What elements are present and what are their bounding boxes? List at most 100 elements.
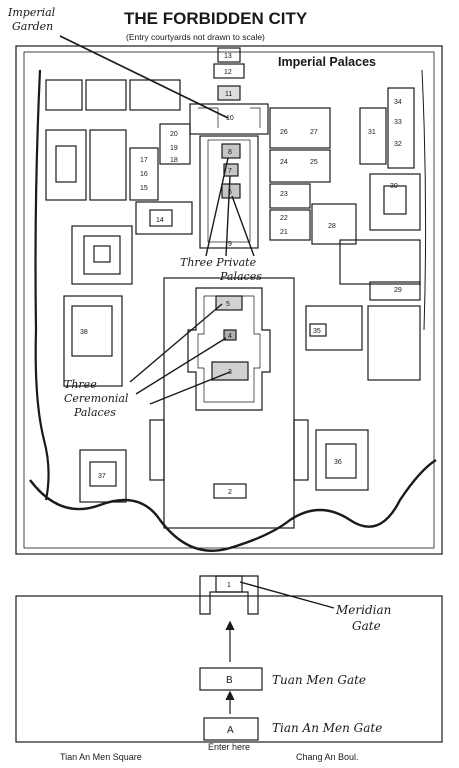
entry-courtyard xyxy=(15,595,443,743)
building-number: 7 xyxy=(228,168,232,175)
building-37-inner xyxy=(89,461,117,487)
outer-wall xyxy=(15,45,443,555)
building-number: 35 xyxy=(313,328,321,335)
enter-here-label: Enter here xyxy=(208,742,250,752)
east-moat xyxy=(421,69,427,331)
building-number: 33 xyxy=(394,119,402,126)
annot-meridian-line1: Meridian xyxy=(335,603,391,617)
building-14-block xyxy=(135,201,193,235)
west-block-b xyxy=(85,79,127,111)
building-number: 23 xyxy=(280,191,288,198)
annot-tian-an-men: Tian An Men Gate xyxy=(272,721,382,735)
building-23-block xyxy=(269,183,311,209)
building-4 xyxy=(223,329,237,341)
building-number: 10 xyxy=(226,115,234,122)
west-moat xyxy=(34,69,50,501)
building-8 xyxy=(221,143,241,159)
annot-ceremonial-line2: Ceremonial xyxy=(64,392,129,405)
east-side-hall xyxy=(293,419,309,481)
tian-an-men-gate xyxy=(203,717,259,741)
ceremonial-terrace-inner xyxy=(197,295,261,403)
building-number: 20 xyxy=(170,131,178,138)
building-number: 16 xyxy=(140,171,148,178)
leader-meridian xyxy=(239,581,335,609)
building-number: 27 xyxy=(310,129,318,136)
building-number: 37 xyxy=(98,473,106,480)
building-number: 31 xyxy=(368,129,376,136)
building-20-block xyxy=(159,123,191,165)
east-block-f xyxy=(339,239,421,285)
west-block-a xyxy=(45,79,83,111)
entry-arrow-2-head xyxy=(225,690,235,701)
building-number: 18 xyxy=(170,157,178,164)
building-17-block xyxy=(129,147,159,201)
annot-imperial-line1: Imperial xyxy=(7,6,56,19)
building-number: 2 xyxy=(228,489,232,496)
leader-private-2 xyxy=(225,175,231,257)
building-2 xyxy=(213,483,247,499)
building-5 xyxy=(215,295,243,311)
building-31-block xyxy=(359,107,387,165)
west-palace xyxy=(71,225,133,285)
building-number: 17 xyxy=(140,157,148,164)
meridian-gate-tower xyxy=(215,575,243,593)
building-number: 8 xyxy=(228,149,232,156)
west-palace-core xyxy=(93,245,111,263)
west-block-d-inner xyxy=(55,145,77,183)
imperial-palaces-label: Imperial Palaces xyxy=(278,55,376,69)
building-number: 5 xyxy=(226,301,230,308)
building-14-inner xyxy=(149,209,173,227)
chang-an-boul-label: Chang An Boul. xyxy=(296,752,359,762)
building-number: 6 xyxy=(228,189,232,196)
building-number: 15 xyxy=(140,185,148,192)
building-29-block xyxy=(369,281,421,301)
courtyard-north-inner xyxy=(207,139,251,243)
tian-an-men-square-label: Tian An Men Square xyxy=(60,752,142,762)
building-22-block xyxy=(269,209,311,241)
east-block-g xyxy=(367,305,421,381)
annot-ceremonial-line3: Palaces xyxy=(73,406,116,419)
outer-court xyxy=(163,277,295,529)
building-number: 11 xyxy=(225,91,232,98)
building-number: 29 xyxy=(394,287,402,294)
leader-ceremonial-2 xyxy=(135,337,227,395)
north-gate-13 xyxy=(217,47,241,63)
building-number: 14 xyxy=(156,217,164,224)
meridian-number: 1 xyxy=(227,582,231,589)
building-26-block xyxy=(269,107,331,149)
building-number: 32 xyxy=(394,141,402,148)
building-35 xyxy=(309,323,327,337)
building-30-block xyxy=(369,173,421,231)
leader-private-1 xyxy=(205,157,229,257)
building-38-block xyxy=(63,295,123,387)
west-side-hall xyxy=(149,419,165,481)
building-number: 13 xyxy=(224,53,232,60)
imperial-garden xyxy=(189,103,269,135)
building-number: 21 xyxy=(280,229,288,236)
annot-private-line2: Palaces xyxy=(219,270,262,283)
building-number: 25 xyxy=(310,159,318,166)
east-block-h xyxy=(305,305,363,351)
building-number: 38 xyxy=(80,329,88,336)
west-block-c xyxy=(129,79,181,111)
ceremonial-terrace xyxy=(187,287,271,411)
building-30-inner xyxy=(383,185,407,215)
building-number: 4 xyxy=(228,333,232,340)
building-number: 19 xyxy=(170,145,178,152)
leader-ceremonial-1 xyxy=(129,303,223,383)
west-palace-inner xyxy=(83,235,121,275)
golden-water-stream xyxy=(29,458,437,552)
building-24-block xyxy=(269,149,331,183)
building-7 xyxy=(223,163,239,177)
annot-meridian-line2: Gate xyxy=(352,619,381,633)
building-number: 22 xyxy=(280,215,288,222)
building-number: 26 xyxy=(280,129,288,136)
annot-imperial-line2: Garden xyxy=(12,20,53,33)
private-palaces-compound xyxy=(199,135,259,249)
leader-ceremonial-3 xyxy=(149,371,231,405)
building-38-inner xyxy=(71,305,113,357)
annot-private-line1: Three Private xyxy=(180,256,257,269)
annot-tuan-men: Tuan Men Gate xyxy=(272,673,366,687)
west-block-e xyxy=(89,129,127,201)
building-number: 12 xyxy=(224,69,232,76)
